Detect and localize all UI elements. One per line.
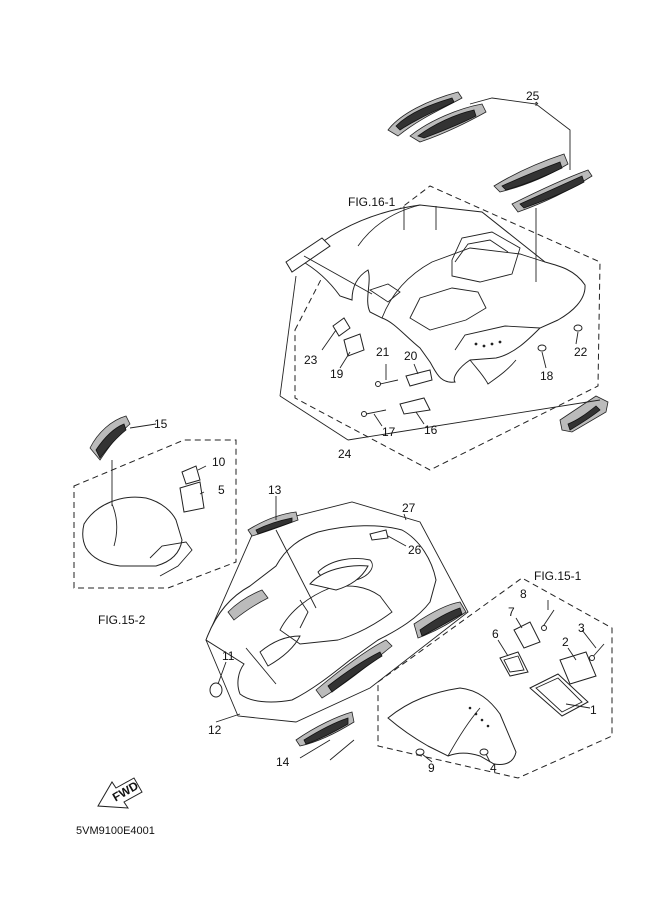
bolt-17	[361, 409, 387, 417]
nut-9	[415, 748, 425, 756]
callout-18: 18	[540, 369, 554, 383]
leader-lines	[111, 101, 601, 763]
emblem-11	[209, 682, 223, 698]
bolt-21	[375, 379, 399, 387]
bolt-8	[541, 609, 555, 631]
callout-13: 13	[268, 483, 282, 497]
drawing-code: 5VM9100E4001	[76, 825, 155, 837]
grommet-18	[537, 344, 547, 352]
fig-15-1-label: FIG.15-1	[534, 569, 582, 583]
plate-20	[405, 369, 433, 387]
decal-10	[181, 465, 201, 485]
decal-15	[89, 415, 131, 461]
nut-4	[479, 748, 489, 756]
plate-6	[499, 651, 529, 677]
callout-27: 27	[402, 501, 416, 515]
figure-labels: FIG.16-1 FIG.15-1 FIG.15-2 5VM9100E4001	[76, 195, 582, 837]
callout-1: 1	[590, 703, 597, 717]
callout-26: 26	[408, 543, 422, 557]
callout-22: 22	[574, 345, 588, 359]
decal-26	[369, 529, 389, 541]
rear-fender-group	[285, 185, 609, 471]
callout-17: 17	[382, 425, 396, 439]
callout-16: 16	[424, 423, 438, 437]
plate-2	[559, 651, 597, 685]
front-fender-group	[205, 501, 469, 723]
decal-set-25	[387, 91, 593, 213]
callout-24: 24	[338, 447, 352, 461]
fwd-arrow: FWD	[97, 777, 143, 809]
grommet-22	[573, 324, 583, 332]
callout-10: 10	[212, 455, 226, 469]
bolt-3	[589, 643, 605, 661]
callout-20: 20	[404, 349, 418, 363]
callout-21: 21	[376, 345, 390, 359]
decal-23	[332, 317, 351, 337]
callout-25: 25	[526, 89, 540, 103]
callout-11: 11	[222, 649, 235, 663]
decal-19	[343, 333, 365, 357]
callout-7: 7	[508, 605, 515, 619]
decal-14	[295, 711, 355, 747]
callout-19: 19	[330, 367, 344, 381]
callout-5: 5	[218, 483, 225, 497]
callout-9: 9	[428, 761, 435, 775]
callout-15: 15	[154, 417, 168, 431]
decal-13	[247, 511, 299, 537]
callout-4: 4	[490, 761, 497, 775]
callout-14: 14	[276, 755, 290, 769]
seat-group	[73, 439, 237, 589]
fig-16-1-label: FIG.16-1	[348, 195, 396, 209]
callout-3: 3	[578, 621, 585, 635]
decal-5	[179, 481, 205, 513]
fig-15-2-label: FIG.15-2	[98, 613, 146, 627]
callout-labels: 1 2 3 4 5 6 7 8 9 10 11 12 13 14 15 16 1…	[154, 89, 597, 775]
callout-23: 23	[304, 353, 318, 367]
callout-6: 6	[492, 627, 499, 641]
callout-8: 8	[520, 587, 527, 601]
plate-7	[513, 621, 541, 649]
callout-12: 12	[208, 723, 222, 737]
callout-2: 2	[562, 635, 569, 649]
plate-16	[399, 397, 431, 415]
